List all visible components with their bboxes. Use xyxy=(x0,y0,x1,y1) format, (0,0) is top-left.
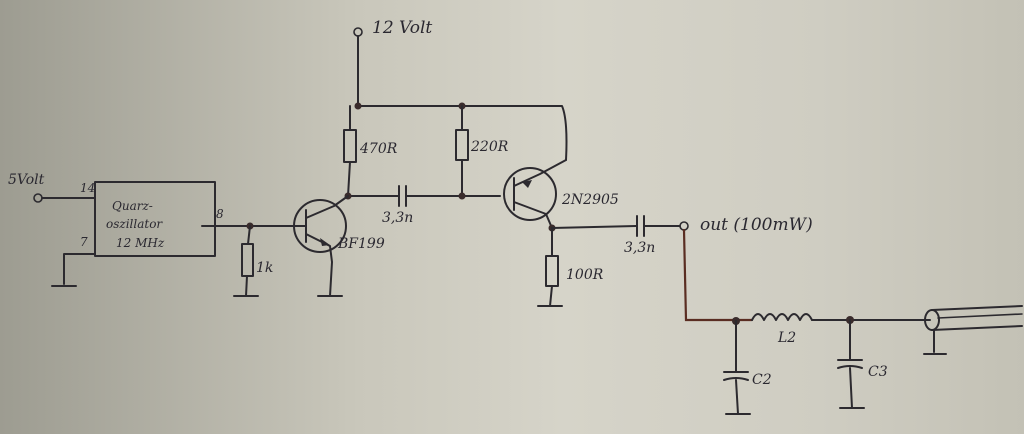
pin-14-label: 14 xyxy=(80,181,95,195)
resistor-220r-label: 220R xyxy=(470,139,509,155)
oscillator-box xyxy=(94,181,216,257)
supply-5v-terminal xyxy=(33,193,43,203)
junction xyxy=(458,192,466,200)
resistor-220r: 220R xyxy=(455,105,509,197)
oscillator-label-1: Quarz- xyxy=(112,199,153,213)
oscillator-label-2: oszillator xyxy=(106,217,163,231)
capacitor-coupling-1-label: 3,3n xyxy=(382,210,413,226)
transistor-body xyxy=(503,167,557,221)
inductor-l2-label: L2 xyxy=(777,330,796,346)
transistor-2n2905-label: 2N2905 xyxy=(561,192,619,208)
supply-12v-label: 12 Volt xyxy=(372,18,432,38)
pin-7-label: 7 xyxy=(80,235,88,249)
inductor-l2 xyxy=(751,313,813,321)
emitter-arrow xyxy=(320,238,330,246)
supply-terminal xyxy=(353,27,363,37)
emitter-arrow xyxy=(522,180,532,188)
output-label: out (100mW) xyxy=(700,215,813,235)
supply-12v: 12 Volt xyxy=(353,18,568,161)
output-stage: 100R 3,3n out (100mW) xyxy=(537,215,813,307)
capacitor-c3-label: C3 xyxy=(868,364,888,380)
base-network: 1k xyxy=(201,222,307,297)
resistor-470r: 470R xyxy=(343,105,398,197)
resistor-100r-label: 100R xyxy=(566,267,604,283)
capacitor-coupling-1: 3,3n xyxy=(344,185,501,226)
pin-8-label: 8 xyxy=(216,207,224,221)
output-filter: L2 C2 C3 xyxy=(682,228,1023,415)
supply-5v-label: 5Volt xyxy=(8,172,45,188)
quartz-oscillator: Quarz- oszillator 12 MHz 14 7 8 5Volt xyxy=(8,172,224,287)
output-terminal xyxy=(679,221,689,231)
resistor-100r xyxy=(545,255,559,287)
resistor-body xyxy=(455,129,469,161)
resistor-1k-label: 1k xyxy=(256,260,273,276)
resistor-1k xyxy=(241,243,254,277)
transistor-2n2905: 2N2905 xyxy=(503,159,619,229)
capacitor-c2-label: C2 xyxy=(752,372,772,388)
transistor-bf199-label: BF199 xyxy=(337,236,385,252)
oscillator-label-3: 12 MHz xyxy=(116,236,165,250)
resistor-470r-label: 470R xyxy=(359,141,398,157)
capacitor-coupling-2-label: 3,3n xyxy=(624,240,655,256)
resistor-body xyxy=(343,129,357,163)
junction xyxy=(354,102,362,110)
top-rail xyxy=(357,105,568,161)
transistor-bf199: BF199 xyxy=(293,195,385,297)
